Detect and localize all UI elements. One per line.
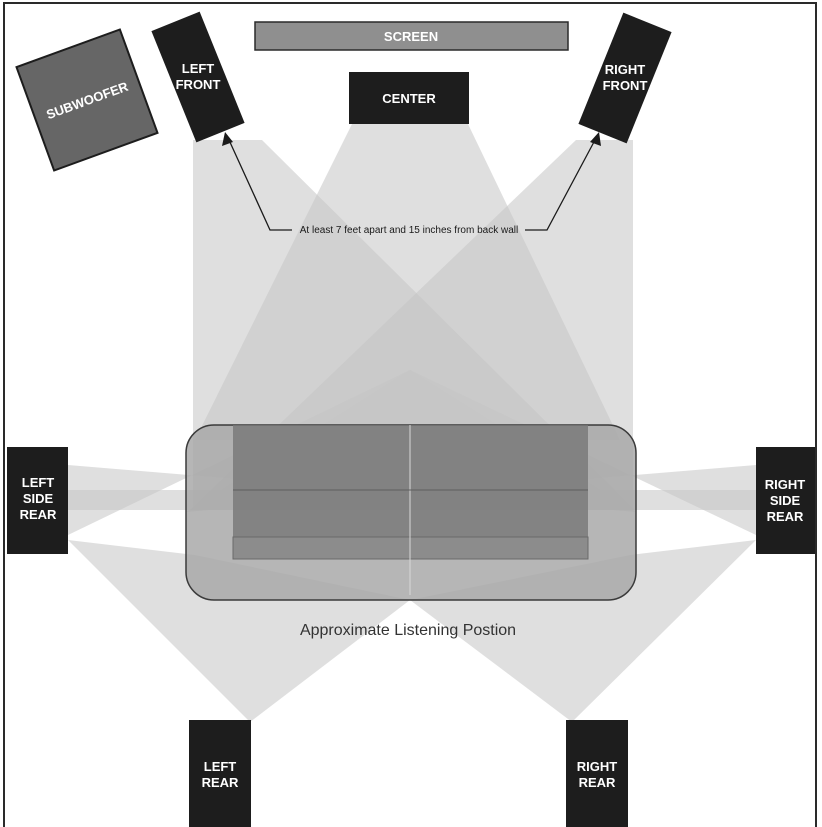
center-label: CENTER	[382, 91, 436, 106]
screen	[254, 21, 569, 51]
left-arrowhead	[222, 132, 233, 146]
right-arrow-line	[525, 139, 596, 231]
left-rear-label-1: LEFT	[204, 759, 237, 774]
right-front-label-1: RIGHT	[605, 62, 646, 77]
right-side-rear-label-3: REAR	[767, 509, 804, 524]
right-rear-speaker	[566, 720, 628, 827]
right-side-rear-label-2: SIDE	[770, 493, 801, 508]
left-arrow-line	[228, 139, 292, 231]
right-front-label-2: FRONT	[603, 78, 648, 93]
left-front-label-2: FRONT	[176, 77, 221, 92]
screen-label: SCREEN	[384, 29, 438, 44]
left-front-label-1: LEFT	[182, 61, 215, 76]
right-side-rear-label-1: RIGHT	[765, 477, 806, 492]
beam-right-front	[190, 140, 633, 510]
left-side-rear-label-3: REAR	[20, 507, 57, 522]
left-rear-label-2: REAR	[202, 775, 239, 790]
center-speaker	[349, 72, 469, 124]
left-side-rear-label-1: LEFT	[22, 475, 55, 490]
right-front-speaker: RIGHT FRONT	[578, 12, 672, 144]
right-rear-label-2: REAR	[579, 775, 616, 790]
spacing-annotation	[222, 132, 601, 231]
left-rear-speaker	[189, 720, 251, 827]
right-arrowhead	[590, 132, 601, 146]
spacing-annotation-text: At least 7 feet apart and 15 inches from…	[300, 225, 518, 236]
left-front-speaker: LEFT FRONT	[151, 11, 245, 143]
listening-position-caption: Approximate Listening Postion	[300, 622, 516, 639]
left-side-rear-label-2: SIDE	[23, 491, 54, 506]
subwoofer: SUBWOOFER	[15, 28, 159, 172]
listening-couch	[185, 424, 637, 601]
right-rear-label-1: RIGHT	[577, 759, 618, 774]
right-side-rear-speaker	[756, 447, 815, 554]
left-side-rear-speaker	[7, 447, 68, 554]
